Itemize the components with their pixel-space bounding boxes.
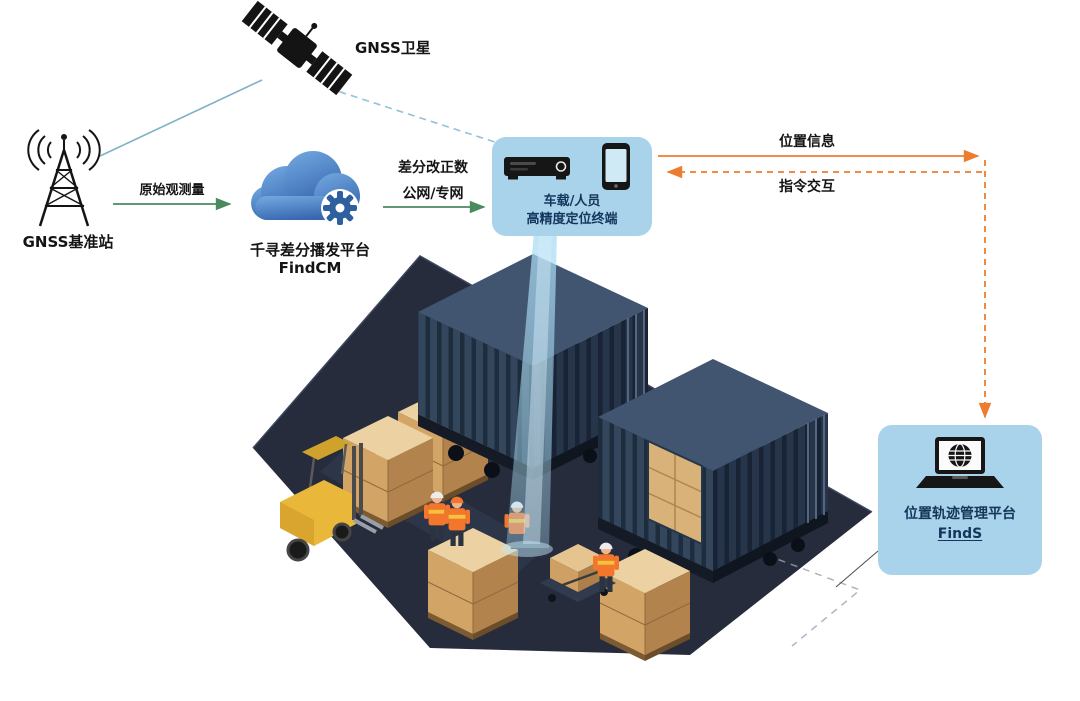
terminal-panel: 车载/人员 高精度定位终端 — [492, 137, 652, 236]
base-station-label: GNSS基准站 — [22, 233, 114, 251]
base-station-icon — [27, 129, 101, 227]
platform-panel: 位置轨迹管理平台 FindS — [878, 425, 1042, 575]
gear-icon — [323, 191, 357, 225]
link-satellite-to-station — [99, 79, 263, 157]
cloud-platform-label: 千寻差分播发平台 — [249, 241, 370, 259]
pallet-stack — [342, 415, 434, 529]
command-interaction-label: 指令交互 — [779, 179, 835, 195]
laptop-globe-icon — [916, 437, 1004, 488]
laptop-icon — [916, 437, 1004, 488]
globe-icon — [948, 443, 972, 468]
cloud-product-label: FindCM — [278, 259, 342, 277]
zone-marking-dashed — [741, 545, 862, 647]
terminal-icons — [504, 143, 630, 190]
open-cargo-door — [647, 439, 703, 546]
pallet-stack — [427, 527, 519, 641]
smartphone-icon — [602, 143, 630, 190]
forklift — [280, 436, 384, 562]
raw-observation-label: 原始观测量 — [139, 183, 205, 198]
receiver-icon — [504, 157, 570, 180]
correction-label-line1: 差分改正数 — [398, 160, 468, 176]
position-info-label: 位置信息 — [779, 134, 835, 150]
platform-product-label: FindS — [937, 525, 983, 542]
worker — [444, 496, 470, 546]
warehouse-scene — [252, 232, 873, 662]
correction-label-line2: 公网/专网 — [402, 186, 464, 202]
positioning-beam — [501, 232, 557, 557]
terminal-label-line2: 高精度定位终端 — [526, 212, 618, 228]
platform-label: 位置轨迹管理平台 — [904, 506, 1016, 522]
cloud-icon — [251, 151, 360, 227]
callout-leader-line — [835, 550, 879, 588]
satellite-icon — [241, 0, 353, 96]
satellite-label: GNSS卫星 — [355, 39, 431, 57]
worker — [593, 542, 619, 592]
link-satellite-to-terminal — [327, 87, 505, 146]
terminal-label-line1: 车载/人员 — [543, 194, 601, 209]
